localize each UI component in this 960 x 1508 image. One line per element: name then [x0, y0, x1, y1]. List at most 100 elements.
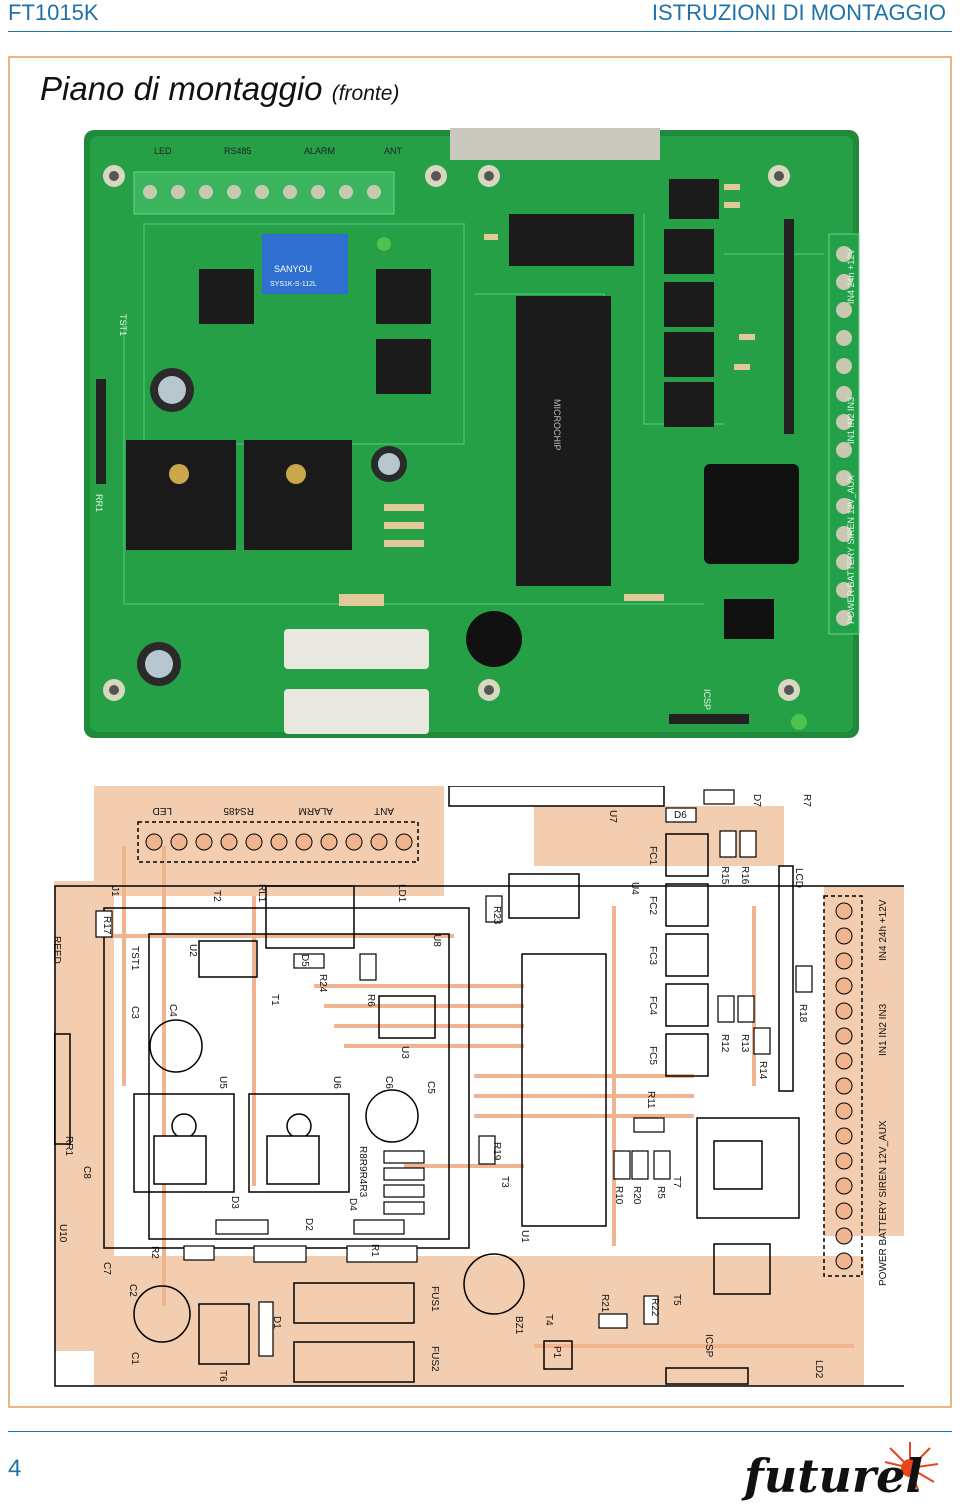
svg-text:D6: D6 — [674, 810, 687, 821]
svg-text:T5: T5 — [671, 1294, 682, 1306]
svg-text:U6: U6 — [331, 1076, 342, 1089]
svg-text:C7: C7 — [101, 1262, 112, 1275]
svg-text:C3: C3 — [129, 1006, 140, 1019]
header-rule — [8, 31, 952, 32]
svg-text:P1: P1 — [551, 1346, 562, 1359]
svg-text:D2: D2 — [303, 1218, 314, 1231]
svg-text:T6: T6 — [217, 1370, 228, 1382]
svg-text:D7: D7 — [751, 794, 762, 807]
footer-rule — [8, 1431, 952, 1432]
svg-text:C1: C1 — [129, 1352, 140, 1365]
svg-text:futurel: futurel — [741, 1449, 923, 1503]
svg-text:R1: R1 — [369, 1244, 380, 1257]
svg-text:FC3: FC3 — [647, 946, 658, 965]
svg-text:FUS2: FUS2 — [429, 1346, 440, 1372]
svg-text:ANT: ANT — [384, 146, 403, 156]
svg-text:R2: R2 — [149, 1246, 160, 1259]
content-frame — [8, 56, 952, 1408]
svg-text:U10: U10 — [57, 1224, 68, 1243]
svg-text:R5: R5 — [655, 1186, 666, 1199]
futurel-logo: futurel — [741, 1442, 939, 1503]
svg-text:R19: R19 — [491, 1142, 502, 1161]
svg-text:R10: R10 — [613, 1186, 624, 1205]
svg-text:J1: J1 — [109, 886, 120, 897]
svg-text:LD1: LD1 — [396, 884, 407, 903]
svg-text:FC4: FC4 — [647, 996, 658, 1015]
svg-text:U3: U3 — [399, 1046, 410, 1059]
svg-text:R23: R23 — [491, 906, 502, 925]
svg-text:T1: T1 — [269, 994, 280, 1006]
svg-text:U2: U2 — [187, 944, 198, 957]
document-code: FT1015K — [8, 0, 99, 25]
svg-text:C6: C6 — [383, 1076, 394, 1089]
pcb-photo: ANT ALARM RS485 LED SANYOU SYS1K-S-112L … — [84, 128, 860, 738]
page-title-main: Piano di montaggio — [40, 70, 323, 107]
svg-text:R20: R20 — [631, 1186, 642, 1205]
svg-text:IN1 IN2 IN3: IN1 IN2 IN3 — [846, 397, 856, 444]
page-number: 4 — [8, 1455, 22, 1482]
svg-text:LED: LED — [154, 146, 172, 156]
svg-text:R21: R21 — [599, 1294, 610, 1313]
svg-text:RS485: RS485 — [224, 146, 252, 156]
svg-text:MICROCHIP: MICROCHIP — [552, 399, 562, 451]
svg-text:U1: U1 — [519, 1230, 530, 1243]
svg-text:R6: R6 — [365, 994, 376, 1007]
svg-text:R8R9R4R3: R8R9R4R3 — [357, 1146, 368, 1198]
svg-text:FUS1: FUS1 — [429, 1286, 440, 1312]
section-title: ISTRUZIONI DI MONTAGGIO — [651, 0, 946, 25]
svg-text:ALARM: ALARM — [299, 805, 333, 816]
svg-text:C4: C4 — [167, 1004, 178, 1017]
svg-text:D5: D5 — [299, 954, 310, 967]
svg-text:FC2: FC2 — [647, 896, 658, 915]
svg-text:IN1 IN2 IN3: IN1 IN2 IN3 — [878, 1003, 889, 1056]
svg-text:LED: LED — [153, 805, 172, 816]
svg-text:TST1: TST1 — [118, 314, 128, 336]
svg-text:C5: C5 — [425, 1081, 436, 1094]
svg-text:POWER BATTERY SIREN 12V_AUX: POWER BATTERY SIREN 12V_AUX — [878, 1120, 889, 1286]
svg-text:R18: R18 — [797, 1004, 808, 1023]
svg-text:R15: R15 — [719, 866, 730, 885]
page-title: Piano di montaggio (fronte) — [40, 70, 399, 108]
svg-text:SANYOU: SANYOU — [274, 264, 312, 274]
svg-text:POWER BATTERY SIREN 12V_AUX: POWER BATTERY SIREN 12V_AUX — [846, 475, 856, 624]
svg-text:SYS1K-S-112L: SYS1K-S-112L — [270, 281, 317, 288]
svg-text:D1: D1 — [271, 1316, 282, 1329]
svg-text:C2: C2 — [127, 1284, 138, 1297]
svg-text:D3: D3 — [229, 1196, 240, 1209]
svg-text:C8: C8 — [81, 1166, 92, 1179]
svg-text:R24: R24 — [317, 974, 328, 993]
svg-text:R22: R22 — [649, 1298, 660, 1317]
svg-text:IN4 24h +12V: IN4 24h +12V — [878, 899, 889, 961]
svg-text:T7: T7 — [671, 1176, 682, 1188]
svg-text:ALARM: ALARM — [304, 146, 335, 156]
svg-text:R11: R11 — [645, 1091, 656, 1109]
page-title-sub: (fronte) — [331, 82, 400, 105]
svg-text:R17: R17 — [101, 916, 112, 935]
svg-text:RR1: RR1 — [63, 1136, 74, 1156]
svg-text:ANT: ANT — [374, 805, 394, 816]
svg-text:R12: R12 — [719, 1034, 730, 1053]
svg-text:R16: R16 — [739, 866, 750, 885]
svg-text:RR1: RR1 — [94, 494, 104, 512]
svg-text:REED: REED — [54, 936, 62, 964]
svg-text:FC5: FC5 — [647, 1046, 658, 1065]
svg-text:U7: U7 — [607, 810, 618, 823]
svg-text:R14: R14 — [757, 1061, 768, 1080]
svg-text:U8: U8 — [431, 934, 442, 947]
svg-text:R13: R13 — [739, 1034, 750, 1053]
svg-text:LCD: LCD — [793, 868, 804, 888]
svg-text:T3: T3 — [499, 1176, 510, 1188]
svg-text:D4: D4 — [347, 1198, 358, 1211]
assembly-diagram: ANT ALARM RS485 LED U7 D7 R7 D6 R15 R16 … — [54, 786, 904, 1387]
svg-text:LD2: LD2 — [813, 1360, 824, 1379]
svg-text:RS485: RS485 — [223, 805, 254, 816]
svg-text:R7: R7 — [801, 794, 812, 807]
svg-text:FC1: FC1 — [647, 846, 658, 865]
svg-text:ICSP: ICSP — [703, 1334, 714, 1358]
svg-text:U4: U4 — [629, 882, 640, 895]
svg-text:RL1: RL1 — [256, 884, 267, 903]
svg-text:ICSP: ICSP — [702, 689, 712, 710]
svg-text:BZ1: BZ1 — [513, 1316, 524, 1335]
svg-text:IN4 24h +12V: IN4 24h +12V — [846, 249, 856, 304]
svg-text:U5: U5 — [217, 1076, 228, 1089]
